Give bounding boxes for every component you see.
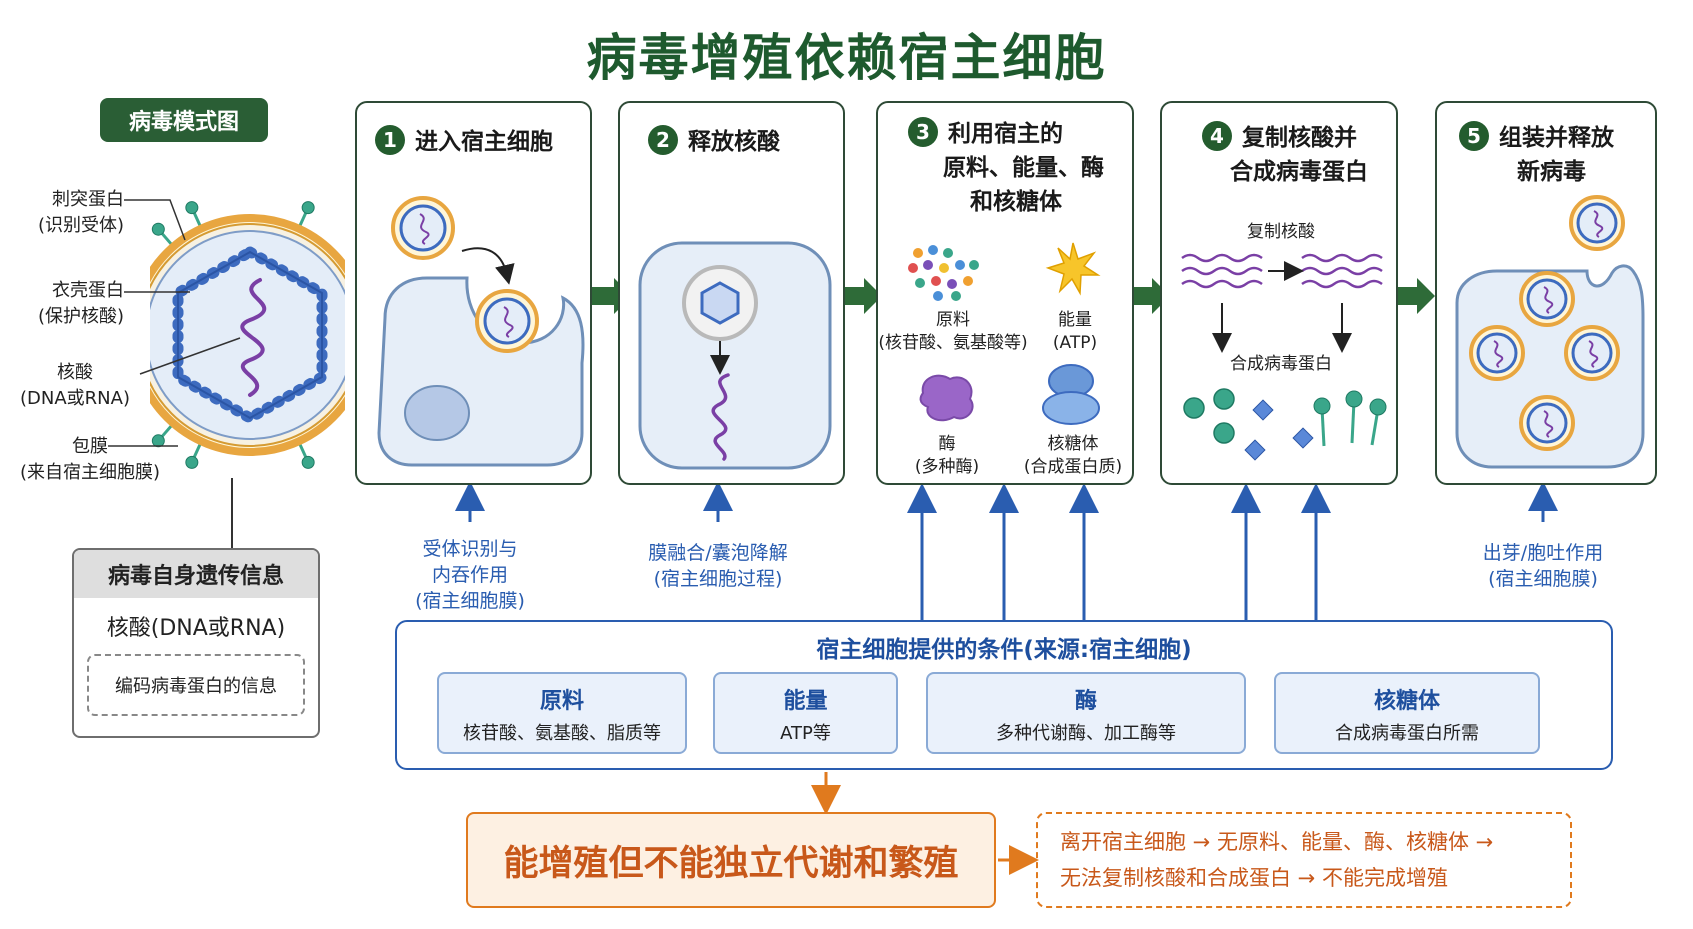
new-virus-icon xyxy=(1519,271,1575,327)
label-spike-protein: 刺突蛋白 (识别受体) xyxy=(37,189,124,236)
note-step-1: 受体识别与 内吞作用 (宿主细胞膜) xyxy=(415,538,525,612)
conclusion-box: 能增殖但不能独立代谢和繁殖 xyxy=(466,812,996,908)
spike-protein-knob xyxy=(151,222,165,236)
item-raw-material: 原料 (核苷酸、氨基酸等) xyxy=(878,310,1028,353)
virus-model-graphic xyxy=(150,201,345,469)
label-nucleic-acid: 核酸 (DNA或RNA) xyxy=(20,362,130,409)
step-1-illustration xyxy=(377,196,585,467)
spike-protein-knob xyxy=(301,455,315,469)
raw-material-dots-icon xyxy=(908,245,979,301)
genome-box-line: 核酸(DNA或RNA) xyxy=(106,616,286,641)
spike-protein-knob xyxy=(185,455,199,469)
label-envelope: 包膜 (来自宿主细胞膜) xyxy=(19,436,161,483)
new-virus-icon xyxy=(1569,195,1625,251)
step-2-illustration xyxy=(638,241,832,470)
condition-card-enzyme: 酶 多种代谢酶、加工酶等 xyxy=(926,672,1246,754)
nucleic-acid-strand xyxy=(240,278,267,397)
genome-box-title: 病毒自身遗传信息 xyxy=(74,550,318,598)
atp-star-icon xyxy=(1045,242,1101,296)
label-replicate-nucleic-acid: 复制核酸 xyxy=(1247,222,1315,242)
virus-spikes xyxy=(151,201,315,469)
viral-protein-icons xyxy=(1183,388,1387,461)
virus-icon xyxy=(475,289,539,353)
label-capsid-protein: 衣壳蛋白 (保护核酸) xyxy=(37,280,124,327)
viral-genome-box: 病毒自身遗传信息 核酸(DNA或RNA) 编码病毒蛋白的信息 xyxy=(72,548,320,738)
ribosome-icon xyxy=(1042,364,1100,425)
new-virus-icon xyxy=(1564,325,1620,381)
host-conditions-title: 宿主细胞提供的条件(来源:宿主细胞) xyxy=(816,637,1192,663)
virus-model-badge: 病毒模式图 xyxy=(100,98,268,142)
condition-card-energy: 能量 ATP等 xyxy=(713,672,898,754)
spike-protein-knob xyxy=(301,201,315,215)
genome-box-dashed-note: 编码病毒蛋白的信息 xyxy=(87,654,305,716)
new-virus-icons xyxy=(1469,195,1625,451)
note-step-2: 膜融合/囊泡降解 (宿主细胞过程) xyxy=(648,542,788,590)
conclusion-note: 离开宿主细胞 → 无原料、能量、酶、核糖体 → 无法复制核酸和合成蛋白 → 不能… xyxy=(1036,812,1572,908)
label-synthesize-viral-protein: 合成病毒蛋白 xyxy=(1230,354,1332,374)
new-virus-icon xyxy=(1469,325,1525,381)
condition-card-ribosome: 核糖体 合成病毒蛋白所需 xyxy=(1274,672,1540,754)
item-energy: 能量 (ATP) xyxy=(1052,310,1098,353)
spike-protein-knob xyxy=(151,434,165,448)
spike-protein-knob xyxy=(185,201,199,215)
page-title: 病毒增殖依赖宿主细胞 xyxy=(586,29,1107,87)
item-enzyme: 酶 (多种酶) xyxy=(914,434,980,477)
note-step-5: 出芽/胞吐作用 (宿主细胞膜) xyxy=(1482,542,1604,590)
condition-card-raw-material: 原料 核苷酸、氨基酸、脂质等 xyxy=(437,672,687,754)
item-ribosome: 核糖体 (合成蛋白质) xyxy=(1023,434,1123,477)
virus-icon xyxy=(391,196,455,260)
released-nucleic-acid xyxy=(711,373,730,461)
step-5-illustration xyxy=(1455,195,1645,469)
step-4-illustration xyxy=(1181,253,1387,461)
step-3-illustration xyxy=(908,242,1101,425)
enzyme-blob-icon xyxy=(919,374,974,422)
new-virus-icon xyxy=(1519,395,1575,451)
